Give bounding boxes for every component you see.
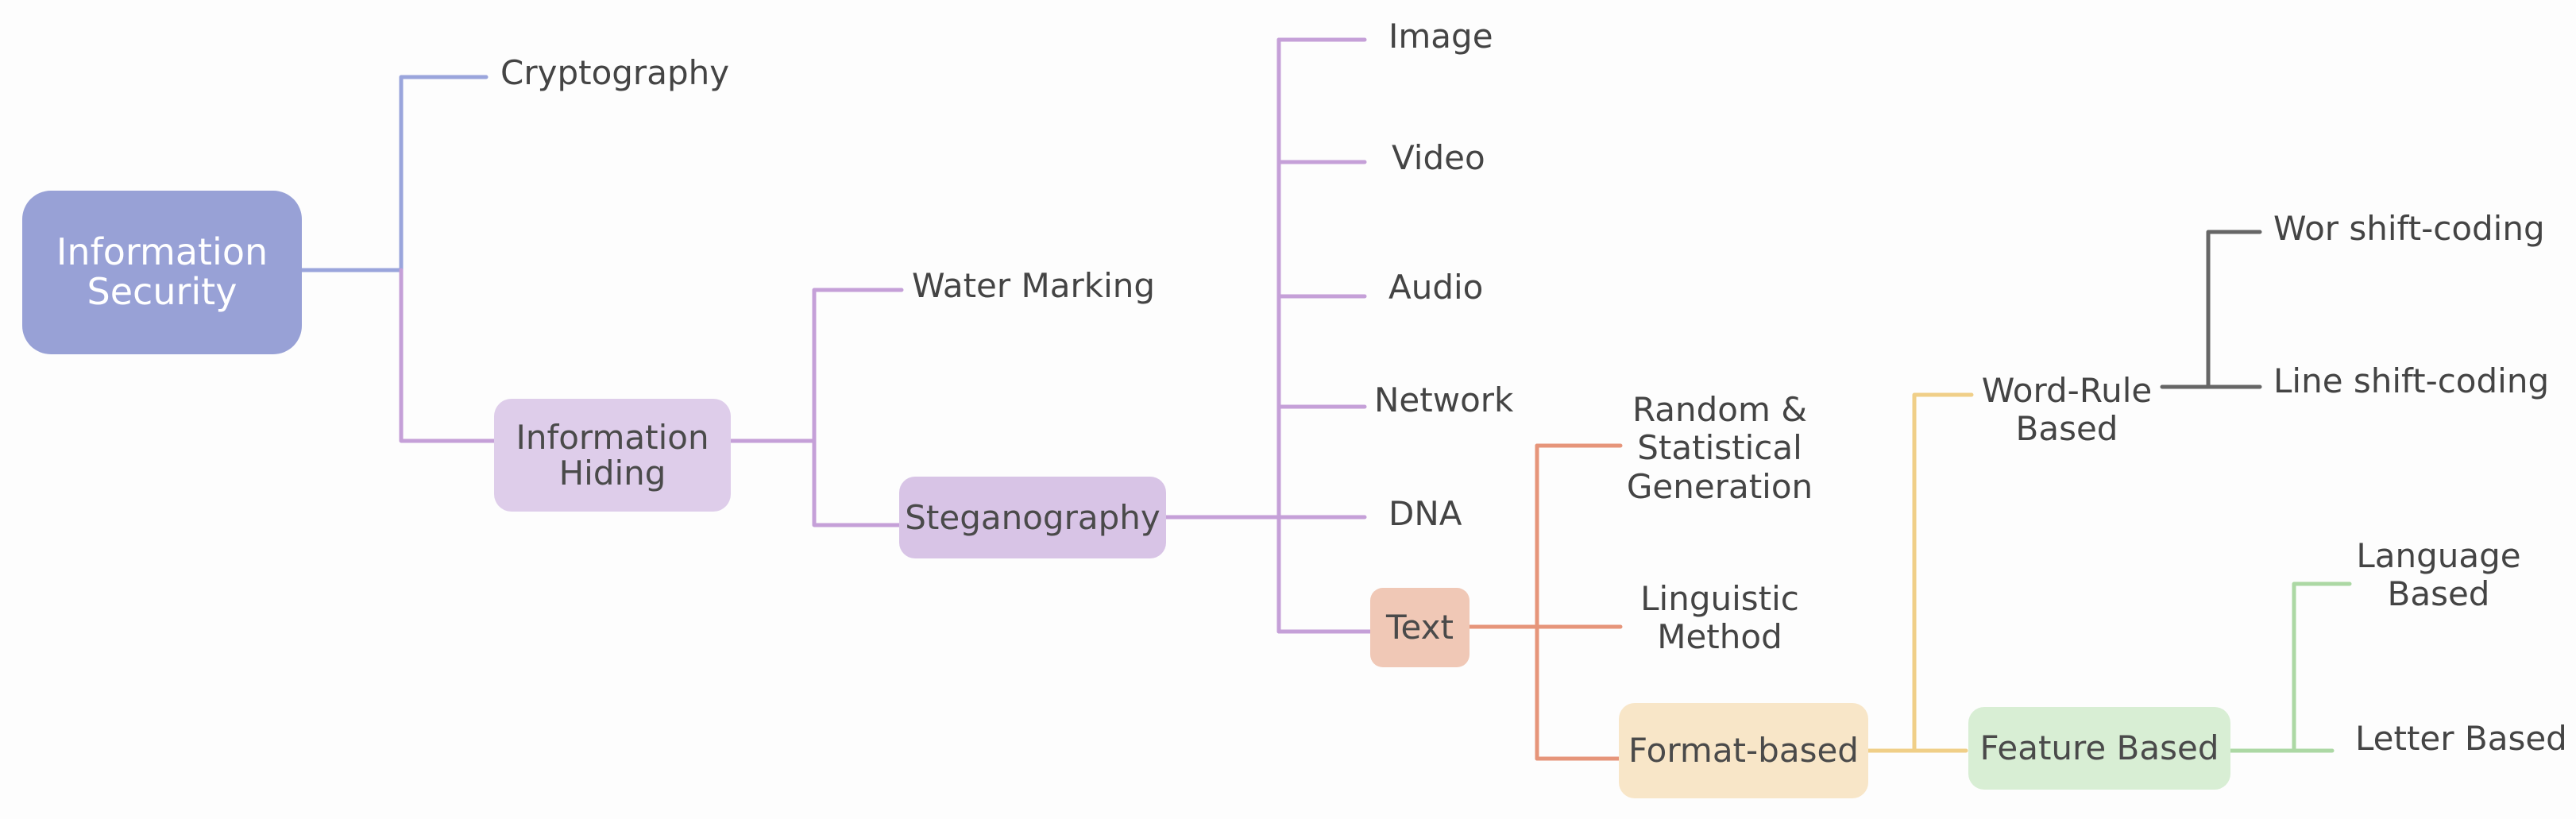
- leaf-video: Video: [1392, 138, 1485, 177]
- leaf-random-statistical-generation: Random & Statistical Generation: [1626, 390, 1813, 506]
- leaf-cryptography: Cryptography: [500, 53, 730, 92]
- node-information-security-label: Information Security: [56, 230, 268, 313]
- leaf-letter-based: Letter Based: [2355, 719, 2567, 758]
- connector-root-hiding: [399, 268, 499, 443]
- leaf-network: Network: [1374, 381, 1514, 419]
- node-information-hiding-label: Information Hiding: [516, 417, 709, 493]
- leaf-linguistic-method: Linguistic Method: [1640, 579, 1799, 657]
- node-format-based-label: Format-based: [1628, 731, 1859, 771]
- node-steganography: Steganography: [899, 477, 1166, 558]
- leaf-dna: DNA: [1388, 494, 1462, 533]
- connector-root-cryptography: [399, 75, 489, 272]
- leaf-audio: Audio: [1388, 268, 1484, 307]
- node-information-hiding: Information Hiding: [494, 399, 731, 512]
- leaf-wor-shift-coding: Wor shift-coding: [2273, 209, 2545, 248]
- node-format-based: Format-based: [1619, 703, 1868, 798]
- node-feature-based: Feature Based: [1968, 707, 2230, 790]
- leaf-image: Image: [1388, 17, 1493, 56]
- node-information-security: Information Security: [22, 191, 302, 354]
- leaf-water-marking: Water Marking: [912, 266, 1156, 305]
- connector-feature-language: [2292, 581, 2352, 753]
- node-feature-based-label: Feature Based: [1979, 728, 2219, 768]
- connector-wordrule-wor: [2206, 230, 2262, 389]
- connector-format-wordrule: [1912, 392, 1974, 753]
- connector-hiding-steganography: [812, 438, 904, 527]
- leaf-line-shift-coding: Line shift-coding: [2273, 361, 2550, 400]
- node-text: Text: [1370, 588, 1470, 667]
- leaf-language-based: Language Based: [2356, 536, 2521, 614]
- leaf-word-rule-based: Word-Rule Based: [1981, 371, 2153, 449]
- connector-hiding-watermarking: [812, 288, 904, 443]
- node-text-label: Text: [1386, 608, 1454, 647]
- node-steganography-label: Steganography: [905, 497, 1161, 537]
